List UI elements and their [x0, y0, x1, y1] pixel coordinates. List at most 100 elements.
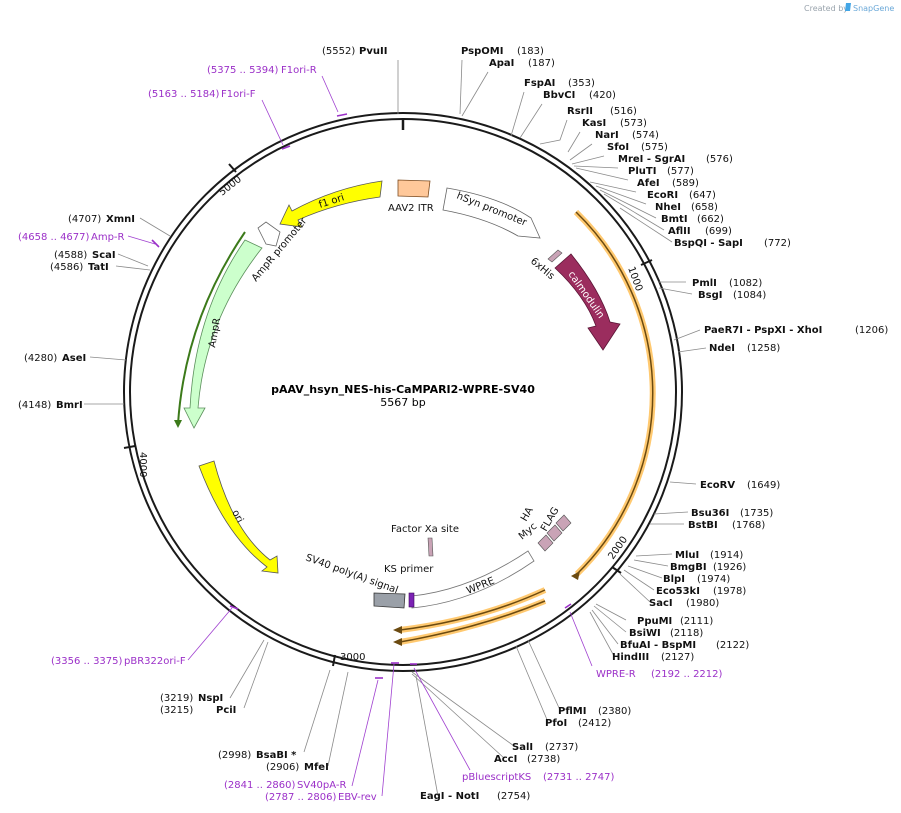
site-pos-ppumi: (2111): [680, 616, 713, 627]
site-name-eco53ki: Eco53kI: [656, 586, 700, 597]
site-name-mlui: MluI: [675, 550, 699, 561]
site-name-nari: NarI: [595, 130, 619, 141]
site-pos-sali: (2737): [545, 742, 578, 753]
credit-brand: SnapGene: [853, 4, 894, 13]
site-name-pflmi: PflMI: [558, 706, 586, 717]
myc-tag-icon: [546, 524, 563, 542]
feature-label-factor-xa: Factor Xa site: [391, 524, 459, 535]
site-pos-bsu36i: (1735): [740, 508, 773, 519]
site-name-tati: TatI: [88, 262, 109, 273]
site-name-mfei: MfeI: [304, 762, 329, 773]
site-pos-bbvci: (420): [589, 90, 616, 101]
tick-4000: 4000: [137, 452, 148, 477]
site-name-sali: SalI: [512, 742, 533, 753]
site-name-ecorv: EcoRV: [700, 480, 735, 491]
site-pos-bmgbi: (1926): [713, 562, 746, 573]
site-name-bmri: BmrI: [56, 400, 83, 411]
ks-primer-icon: [408, 592, 415, 608]
ampr-arrow-icon: [183, 239, 263, 429]
site-pos-bspqi-sapi: (772): [764, 238, 791, 249]
ampr-highlight: [177, 231, 246, 425]
site-pos-hindiii: (2127): [661, 652, 694, 663]
site-name-pvuii: PvuII: [359, 46, 387, 57]
site-pos-ecorv: (1649): [747, 480, 780, 491]
site-pos-ecori: (647): [689, 190, 716, 201]
primer-range-pbr322ori-f: (3356 .. 3375): [51, 656, 123, 667]
feature-ks-primer[interactable]: KS primer: [384, 564, 434, 608]
site-name-bmti: BmtI: [661, 214, 688, 225]
ampr-highlight-arrowhead-icon: [174, 420, 182, 428]
primer-name-pbr322ori-f: pBR322ori-F: [124, 656, 186, 667]
site-name-hindiii: HindIII: [612, 652, 649, 663]
feature-factor-xa[interactable]: Factor Xa site: [391, 524, 459, 557]
site-name-eagi-noti: EagI - NotI: [420, 791, 479, 802]
site-name-bsu36i: Bsu36I: [691, 508, 729, 519]
snapgene-logo-icon: [845, 3, 851, 11]
feature-label-f1ori: f1 ori: [318, 192, 346, 211]
feature-label-aav2-itr: AAV2 ITR: [388, 203, 434, 214]
feature-hsyn-promoter[interactable]: hSyn promoter: [442, 187, 541, 239]
feature-calmodulin[interactable]: calmodulin: [554, 253, 621, 351]
site-name-bbvci: BbvCI: [543, 90, 575, 101]
site-pos-bsgi: (1084): [733, 290, 766, 301]
site-pos-fspai: (353): [568, 78, 595, 89]
site-pos-blpi: (1974): [697, 574, 730, 585]
site-pos-aflii: (699): [705, 226, 732, 237]
site-name-bmgbi: BmgBI: [670, 562, 707, 573]
site-pos-afei: (589): [672, 178, 699, 189]
ampr-promoter-arrow-icon: [257, 221, 281, 247]
tick-5000: 5000: [217, 174, 244, 198]
site-pos-nspi: (3219): [160, 693, 193, 704]
site-name-kasi: KasI: [582, 118, 606, 129]
sv40-block-icon: [373, 592, 406, 609]
feature-ampr[interactable]: AmpR: [174, 231, 263, 429]
site-name-bspqi-sapi: BspQI - SapI: [674, 238, 743, 249]
calmodulin-arrow-icon: [554, 253, 621, 351]
site-pos-mlui: (1914): [710, 550, 743, 561]
site-pos-xmni: (4707): [68, 214, 101, 225]
feature-label-ha: HA: [519, 505, 536, 523]
primer-range-f1ori-r: (5375 .. 5394): [207, 65, 279, 76]
site-pos-pspomi: (183): [517, 46, 544, 57]
feature-label-ampr: AmpR: [207, 317, 223, 348]
site-pos-sfoi: (575): [641, 142, 668, 153]
site-name-rsrii: RsrII: [567, 106, 593, 117]
primer-name-sv40pa-r: SV40pA-R: [297, 780, 346, 791]
site-name-bsgi: BsgI: [698, 290, 722, 301]
site-name-pmli: PmlI: [692, 278, 717, 289]
site-name-saci: SacI: [649, 598, 673, 609]
feature-sv40[interactable]: SV40 poly(A) signal: [304, 552, 406, 609]
wpre-arrow-icon: [411, 550, 535, 609]
feature-ori[interactable]: ori: [198, 460, 279, 574]
site-name-nhei: NheI: [655, 202, 681, 213]
tick-4000-mark: [123, 445, 136, 449]
credit-prefix: Created by: [804, 4, 848, 13]
site-pos-bsabi: (2998): [218, 750, 251, 761]
f1ori-arrow-icon: [279, 180, 383, 228]
tick-1000-mark: [640, 259, 653, 266]
factor-xa-icon: [427, 537, 434, 557]
primer-name-f1ori-f: F1ori-F: [221, 89, 256, 100]
site-pos-pfoi: (2412): [578, 718, 611, 729]
site-name-bsiwi: BsiWI: [629, 628, 661, 639]
feature-f1-ori[interactable]: f1 ori: [279, 180, 383, 228]
site-name-sfoi: SfoI: [607, 142, 629, 153]
site-name-nspi: NspI: [198, 693, 223, 704]
feature-tags[interactable]: HA Myc FLAG: [517, 505, 572, 552]
primer-leaders: [127, 75, 593, 797]
site-name-ecori: EcoRI: [647, 190, 678, 201]
site-pos-eagi-noti: (2754): [497, 791, 530, 802]
site-pos-ndei: (1258): [747, 343, 780, 354]
feature-aav2-itr[interactable]: AAV2 ITR: [388, 179, 434, 214]
ha-tag-icon: [537, 534, 554, 552]
site-pos-acci: (2738): [527, 754, 560, 765]
feature-label-ks-primer: KS primer: [384, 564, 434, 575]
site-leaders: [84, 59, 707, 797]
his-tag-icon: [547, 249, 563, 263]
site-name-xmni: XmnI: [106, 214, 135, 225]
site-pos-nari: (574): [632, 130, 659, 141]
site-pos-bfuai-bspmi: (2122): [716, 640, 749, 651]
site-pos-bmti: (662): [697, 214, 724, 225]
site-pos-mfei: (2906): [266, 762, 299, 773]
site-name-pspomi: PspOMI: [461, 46, 503, 57]
